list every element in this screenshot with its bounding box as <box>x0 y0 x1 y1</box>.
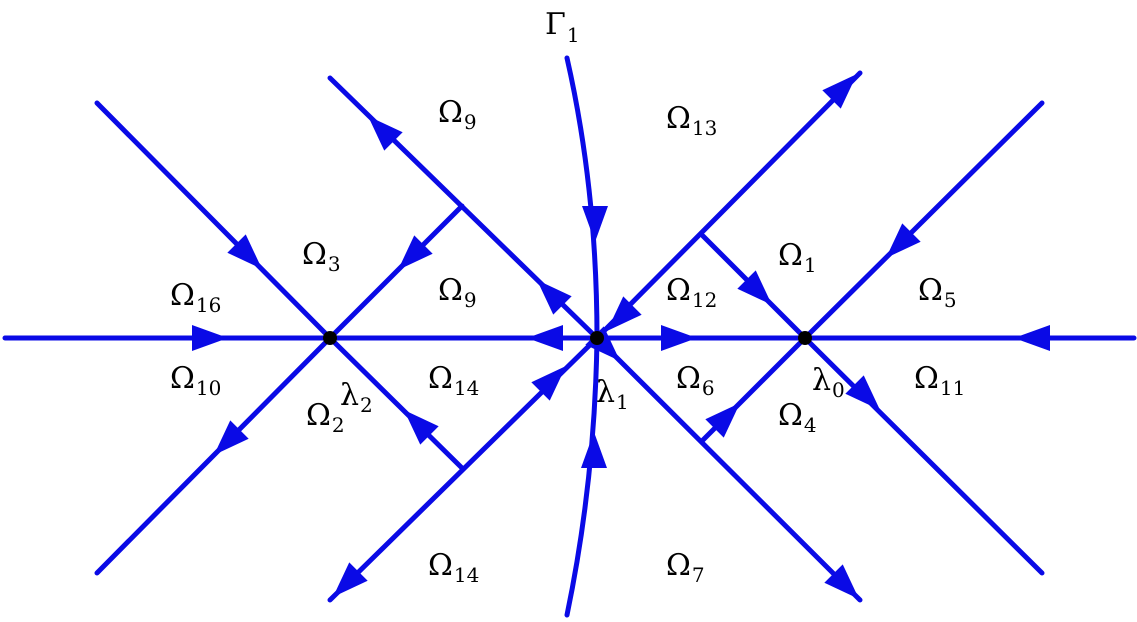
contour-lines <box>2 55 1137 618</box>
diag-lower-right <box>594 335 863 603</box>
arrow-l2-ul <box>227 234 262 269</box>
point-lambda1 <box>590 331 604 345</box>
region-label-9-top: Ω9 <box>438 95 477 134</box>
ray-l2-lower-right <box>327 335 465 471</box>
region-label-2: Ω2 <box>306 398 345 437</box>
arrow-l0-ul <box>737 270 772 305</box>
ray-l2-lower-left <box>94 335 333 576</box>
region-label-11: Ω11 <box>914 361 965 400</box>
region-label-5: Ω5 <box>918 273 957 312</box>
diag-upper-right <box>594 70 863 341</box>
point-lambda2 <box>323 331 337 345</box>
arrow-l0-ur <box>886 223 921 258</box>
region-label-7: Ω7 <box>666 548 705 587</box>
arrow-axis-right <box>1014 325 1050 351</box>
region-label-12: Ω12 <box>666 273 717 312</box>
arrow-gamma-lower <box>581 432 607 468</box>
point-label-lambda0: λ0 <box>812 363 845 402</box>
arrow-l0-ll <box>705 403 740 438</box>
arrow-diag-ul-mid <box>537 280 572 315</box>
region-label-4: Ω4 <box>778 398 817 437</box>
arrow-diag-lr-mid <box>585 326 620 361</box>
ray-l2-upper-left <box>94 100 333 341</box>
region-label-6: Ω6 <box>676 361 715 400</box>
arrow-l2-ur <box>398 235 433 270</box>
arrow-gamma-upper <box>582 206 608 242</box>
arrow-l0-lr <box>845 375 880 410</box>
region-label-10: Ω10 <box>170 361 221 400</box>
point-lambda0 <box>798 331 812 345</box>
arrow-axis-left <box>192 325 228 351</box>
arrow-diag-lr-end <box>824 564 859 599</box>
region-label-16: Ω16 <box>170 278 221 317</box>
region-label-14-mid: Ω14 <box>428 361 479 400</box>
ray-l0-upper-right <box>802 100 1045 341</box>
arrow-diag-ul-end <box>368 116 403 151</box>
region-label-3: Ω3 <box>302 237 341 276</box>
ray-l0-lower-right <box>802 335 1045 576</box>
contour-label: Γ1 <box>545 7 580 47</box>
arrow-axis-l1-left <box>527 325 563 351</box>
critical-points <box>323 331 812 345</box>
contour-arrows <box>192 74 1050 599</box>
arrow-diag-ll-end <box>333 562 368 597</box>
ray-l2-upper-right <box>327 203 465 341</box>
arrow-diag-ur-mid <box>607 296 642 331</box>
arrow-axis-l1-right <box>661 325 697 351</box>
arrow-l2-lr <box>404 410 439 445</box>
point-label-lambda2: λ2 <box>340 378 373 417</box>
arrow-diag-ll-mid <box>531 366 566 401</box>
region-label-1: Ω1 <box>778 238 817 277</box>
gamma-contour-lower <box>564 335 600 618</box>
gamma-contour-upper <box>564 55 600 341</box>
region-label-9-mid: Ω9 <box>438 273 477 312</box>
arrow-l2-ll <box>214 420 249 455</box>
region-label-14-bottom: Ω14 <box>428 548 479 587</box>
region-label-13: Ω13 <box>666 101 717 140</box>
arrow-diag-ur-end <box>822 74 857 109</box>
point-label-lambda1: λ1 <box>596 375 629 414</box>
